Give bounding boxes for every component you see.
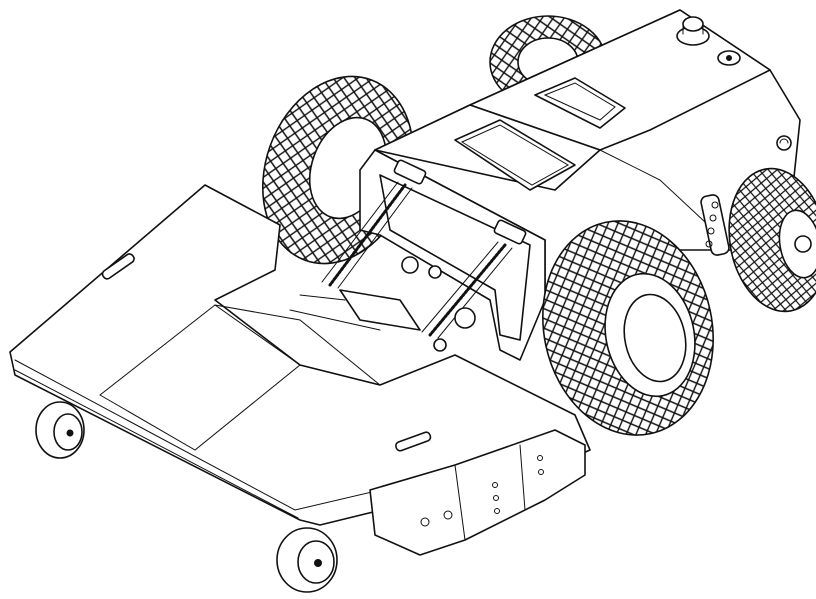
mower-deck	[9, 184, 591, 556]
side-vent	[700, 194, 730, 256]
logo-icon	[776, 135, 792, 151]
front-right-caster	[276, 527, 338, 593]
front-left-caster	[35, 401, 85, 459]
rear-right-wheel	[728, 167, 816, 313]
key-switch-icon	[717, 50, 741, 66]
front-frame	[289, 149, 546, 361]
right-drive-wheel	[542, 220, 714, 436]
emergency-stop-icon	[676, 16, 710, 46]
